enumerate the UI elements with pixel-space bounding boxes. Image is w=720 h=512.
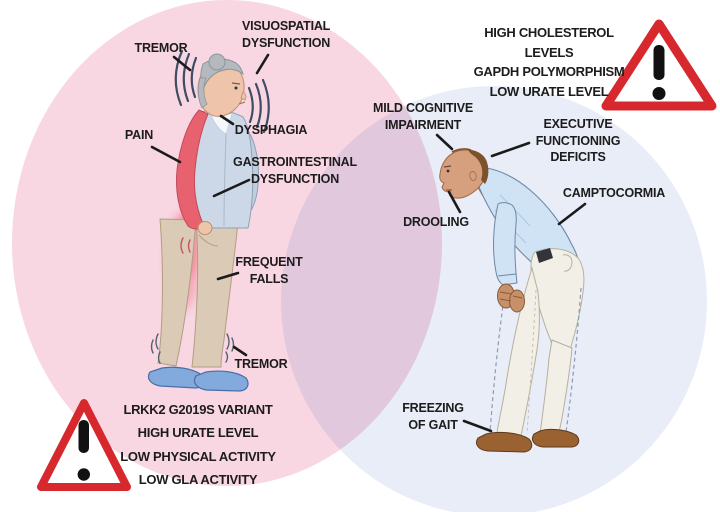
label-gastrointestinal-dysfunction: GASTROINTESTINAL DYSFUNCTION (233, 155, 357, 186)
label-visuospatial-dysfunction: VISUOSPATIAL DYSFUNCTION (242, 19, 331, 50)
label-pain: PAIN (124, 128, 154, 142)
label-tremor-head: TREMOR (134, 41, 188, 55)
label-mild-cognitive-impairment: MILD COGNITIVE IMPAIRMENT (373, 101, 473, 132)
label-dysphagia: DYSPHAGIA (234, 123, 308, 137)
label-frequent-falls: FREQUENT FALLS (235, 255, 303, 286)
left-risk-factors-list: LRKK2 G2019S VARIANT HIGH URATE LEVEL LO… (120, 402, 276, 487)
label-drooling: DROOLING (403, 215, 469, 229)
label-executive-functioning-deficits: EXECUTIVE FUNCTIONING DEFICITS (535, 117, 621, 164)
right-risk-factors-list: HIGH CHOLESTEROL LEVELS GAPDH POLYMORPHI… (473, 25, 625, 99)
label-tremor-legs: TREMOR (234, 357, 288, 371)
label-camptocormia: CAMPTOCORMIA (562, 186, 666, 200)
label-freezing-of-gait: FREEZING OF GAIT (402, 401, 464, 432)
blue-circle (281, 86, 707, 512)
